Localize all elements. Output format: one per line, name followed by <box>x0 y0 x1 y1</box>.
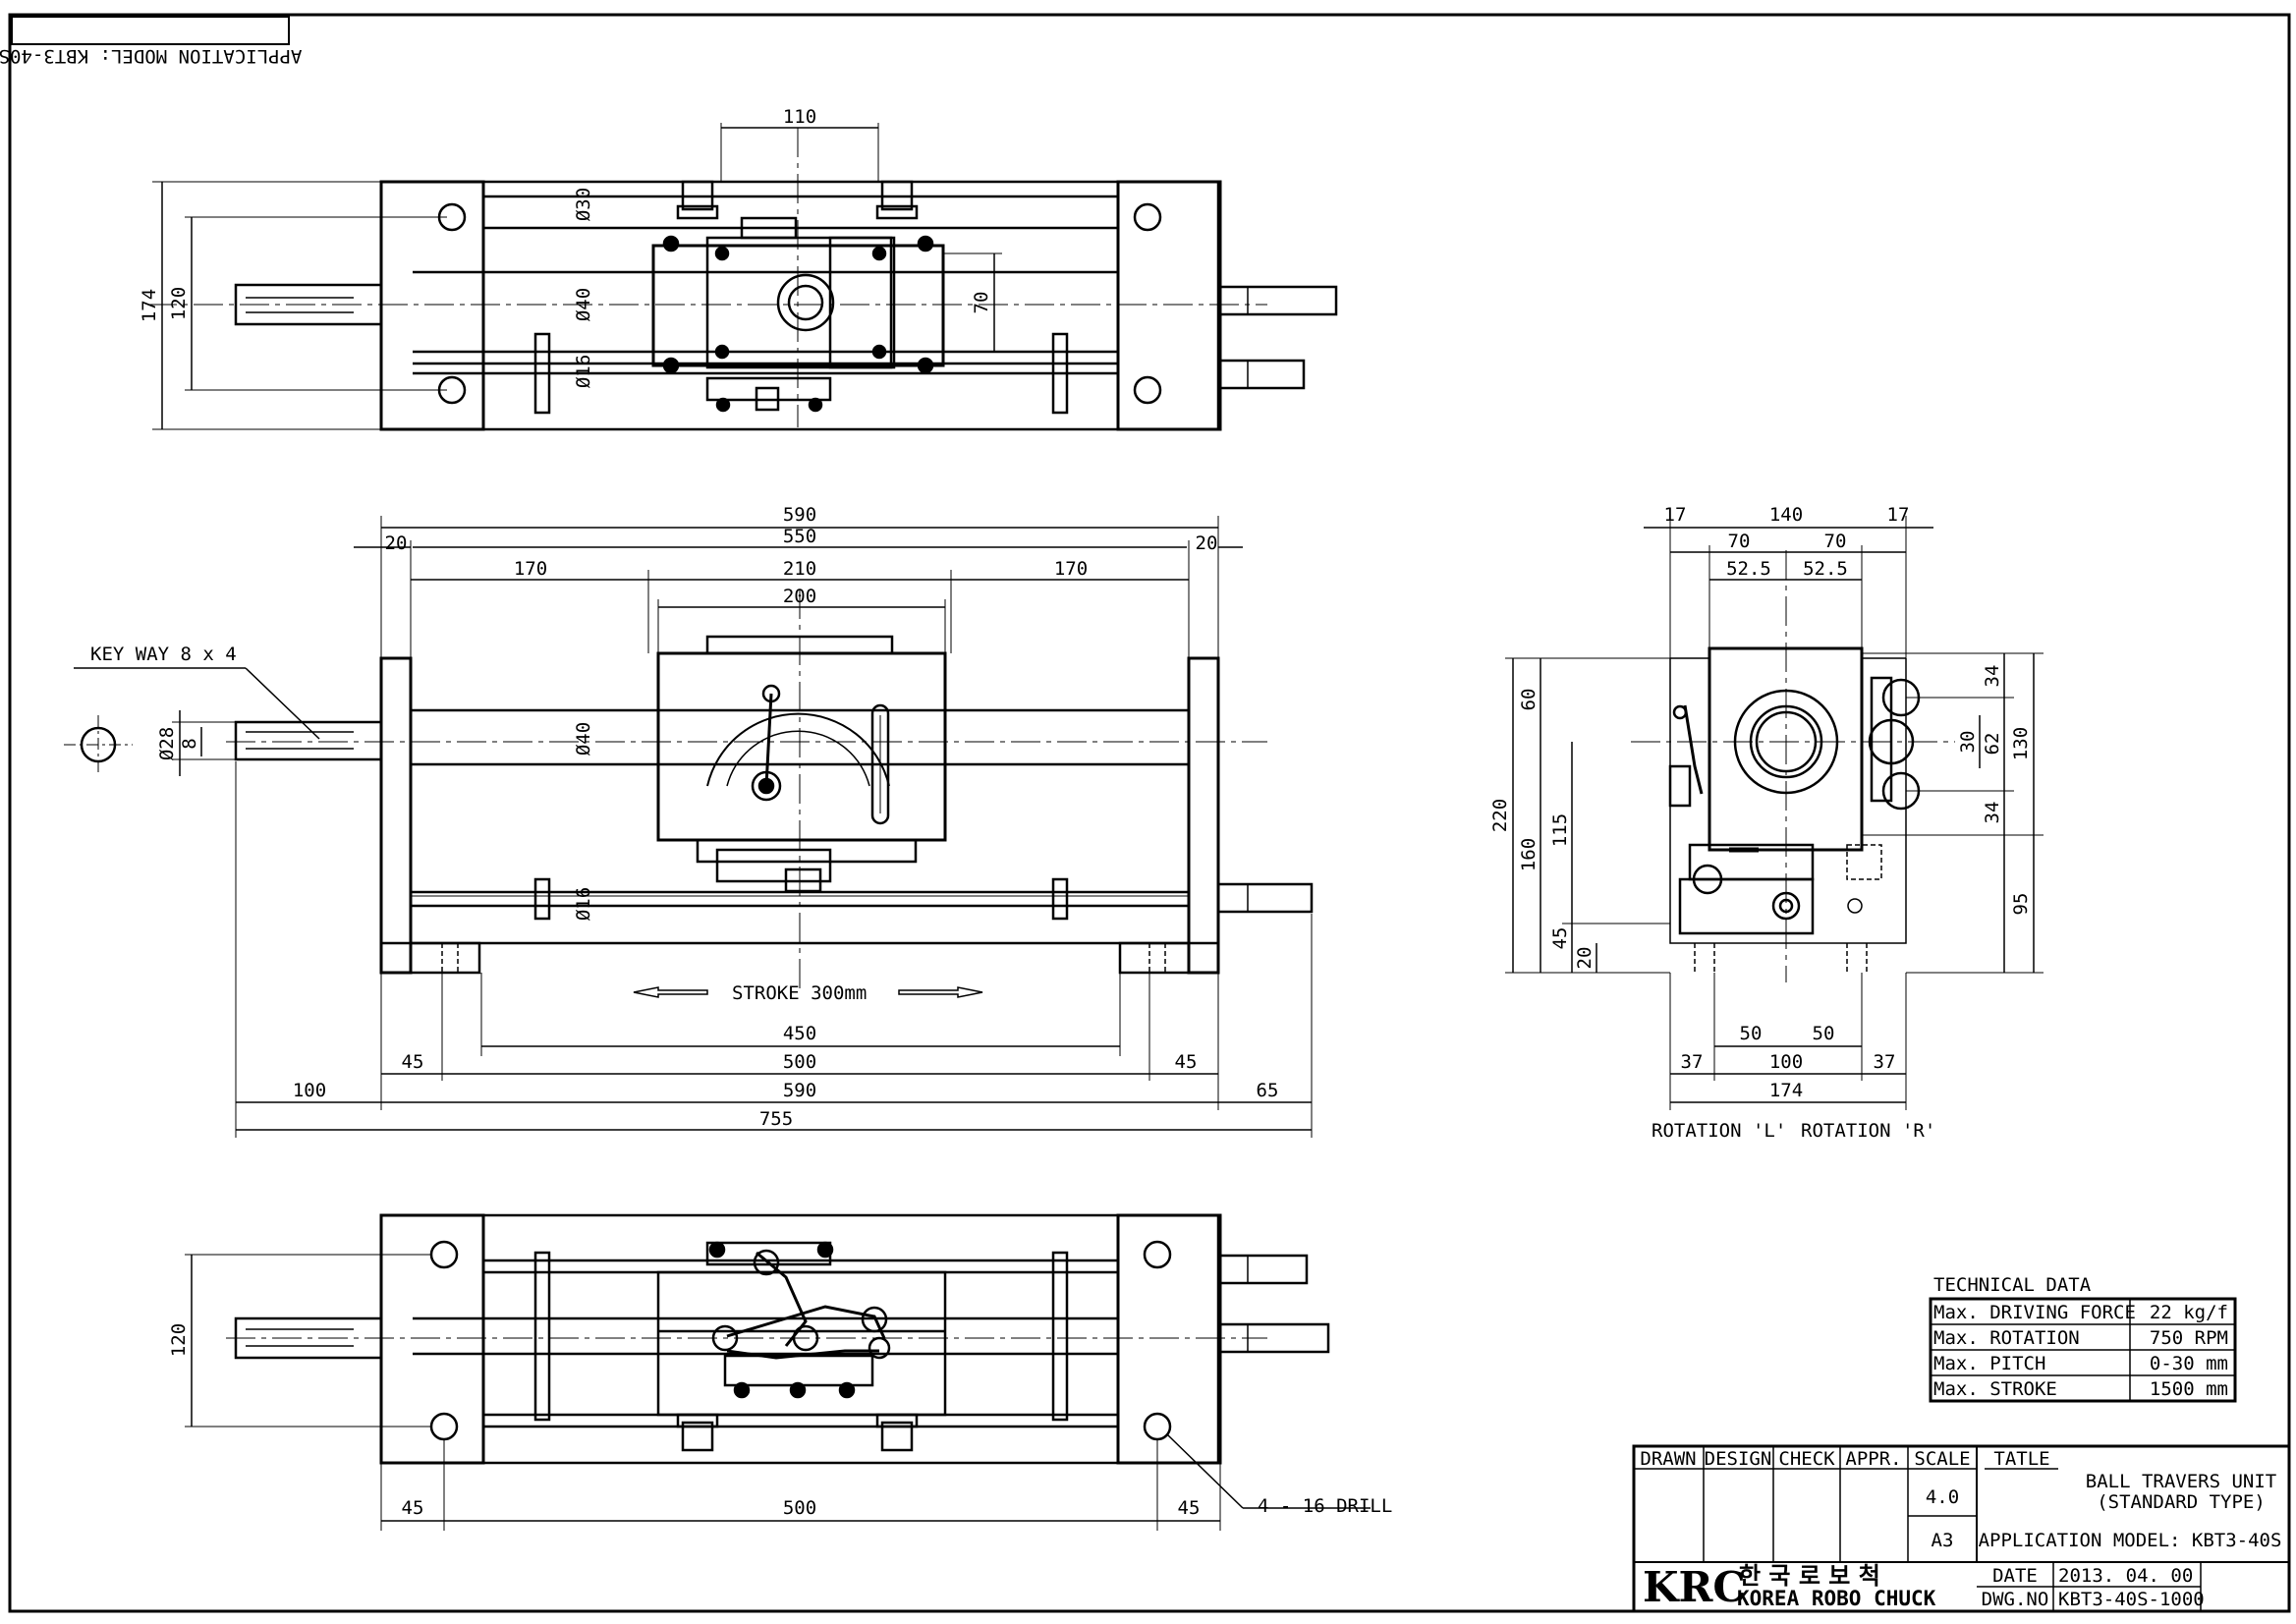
tech-row-value: 1500 mm <box>2150 1378 2228 1400</box>
bottom-dim-45-left: 45 <box>402 1497 424 1519</box>
top-dim-70: 70 <box>971 292 992 314</box>
front-dim-170-right: 170 <box>1054 558 1088 580</box>
side-dim-60: 60 <box>1518 689 1540 711</box>
tech-data-title: TECHNICAL DATA <box>1933 1274 2092 1296</box>
top-dim-174: 174 <box>139 289 160 322</box>
tech-row-value: 22 kg/f <box>2150 1302 2228 1323</box>
side-dim-140: 140 <box>1769 504 1803 526</box>
side-dim-70-left: 70 <box>1728 531 1751 552</box>
side-dim-95: 95 <box>2010 893 2032 916</box>
top-dim-110: 110 <box>783 106 816 128</box>
front-dim-450: 450 <box>783 1023 816 1044</box>
front-dim-755: 755 <box>759 1108 793 1130</box>
tb-date-value: 2013. 04. 00 <box>2058 1565 2193 1587</box>
tb-application: APPLICATION MODEL: KBT3-40S <box>1979 1530 2282 1551</box>
top-dim-dia30: Ø30 <box>573 188 594 221</box>
tb-dwg-value: KBT3-40S-1000 <box>2058 1589 2205 1610</box>
bottom-dim-45-right: 45 <box>1178 1497 1201 1519</box>
tech-row-label: Max. ROTATION <box>1933 1327 2080 1349</box>
side-dim-62: 62 <box>1982 733 2003 756</box>
bottom-dim-120: 120 <box>168 1323 190 1357</box>
top-dim-dia40: Ø40 <box>573 288 594 321</box>
front-dim-dia16: Ø16 <box>573 887 594 921</box>
tb-header-scale: SCALE <box>1914 1448 1970 1470</box>
side-view <box>1505 516 2044 1110</box>
model-stamp: APPLICATION MODEL: KBT3-40S <box>0 16 302 67</box>
tech-row-label: Max. PITCH <box>1933 1353 2045 1374</box>
bottom-view <box>185 1213 1371 1531</box>
side-dim-115: 115 <box>1549 813 1571 847</box>
front-dim-210: 210 <box>783 558 816 580</box>
front-dim-20-right: 20 <box>1196 532 1218 554</box>
krc-logo: KRC <box>1643 1563 1746 1611</box>
side-dim-100: 100 <box>1769 1051 1803 1073</box>
side-dim-45: 45 <box>1549 927 1571 950</box>
tb-header-drawn: DRAWN <box>1640 1448 1696 1470</box>
top-view <box>147 123 1338 431</box>
front-dim-45-right: 45 <box>1175 1051 1198 1073</box>
side-dim-160: 160 <box>1518 838 1540 871</box>
front-dim-590-top: 590 <box>783 504 816 526</box>
rotation-left-label: ROTATION 'L' <box>1652 1120 1786 1142</box>
tech-data-table <box>1929 1297 2237 1403</box>
side-dim-50-left: 50 <box>1740 1023 1763 1044</box>
side-dim-50-right: 50 <box>1813 1023 1835 1044</box>
side-dim-17-left: 17 <box>1664 504 1687 526</box>
bottom-dim-500: 500 <box>783 1497 816 1519</box>
front-dim-500: 500 <box>783 1051 816 1073</box>
title-block <box>1632 1444 2291 1613</box>
front-keyway-label: KEY WAY 8 x 4 <box>90 644 237 665</box>
tb-dwg-label: DWG.NO <box>1982 1589 2049 1610</box>
front-dim-45-left: 45 <box>402 1051 424 1073</box>
front-view <box>64 516 1314 1138</box>
side-dim-52-5-left: 52.5 <box>1726 558 1771 580</box>
side-dim-70-right: 70 <box>1824 531 1847 552</box>
drill-label: 4 - 16 DRILL <box>1258 1495 1392 1517</box>
tb-scale-value: 4.0 <box>1926 1486 1959 1508</box>
tb-header-appr: APPR. <box>1845 1448 1901 1470</box>
side-dim-37-right: 37 <box>1874 1051 1896 1073</box>
sheet-border <box>8 13 2291 1613</box>
tech-row-value: 750 RPM <box>2150 1327 2228 1349</box>
tb-title-line1: BALL TRAVERS UNIT <box>2086 1471 2276 1492</box>
side-dim-17-right: 17 <box>1887 504 1910 526</box>
side-dim-30: 30 <box>1957 731 1979 754</box>
top-dim-120: 120 <box>168 287 190 320</box>
front-dim-550: 550 <box>783 526 816 547</box>
side-dim-174: 174 <box>1769 1080 1803 1101</box>
side-dim-130: 130 <box>2010 727 2032 760</box>
tb-title-header: TATLE <box>1993 1448 2049 1470</box>
tech-row-label: Max. STROKE <box>1933 1378 2057 1400</box>
front-dim-dia28: Ø28 <box>156 727 178 760</box>
side-dim-20: 20 <box>1574 947 1596 970</box>
front-dim-100: 100 <box>293 1080 326 1101</box>
front-dim-65: 65 <box>1257 1080 1279 1101</box>
tech-row-label: Max. DRIVING FORCE <box>1933 1302 2136 1323</box>
front-dim-20-left: 20 <box>385 532 408 554</box>
tb-paper-size: A3 <box>1932 1530 1954 1551</box>
tb-date-label: DATE <box>1992 1565 2038 1587</box>
company-korean: 한 국 로 보 척 <box>1739 1562 1880 1590</box>
side-dim-52-5-right: 52.5 <box>1803 558 1848 580</box>
tb-title-line2: (STANDARD TYPE) <box>2097 1491 2266 1513</box>
top-dim-dia16: Ø16 <box>573 355 594 388</box>
side-dim-37-left: 37 <box>1681 1051 1704 1073</box>
front-stroke-label: STROKE 300mm <box>732 982 867 1004</box>
front-dim-590-bottom: 590 <box>783 1080 816 1101</box>
model-stamp-text: APPLICATION MODEL: KBT3-40S <box>0 45 302 67</box>
front-dim-200: 200 <box>783 586 816 607</box>
side-dim-34-bottom: 34 <box>1982 802 2003 824</box>
rotation-right-label: ROTATION 'R' <box>1801 1120 1935 1142</box>
front-dim-170-left: 170 <box>514 558 547 580</box>
side-dim-34-top: 34 <box>1982 665 2003 688</box>
tb-header-design: DESIGN <box>1705 1448 1772 1470</box>
tech-row-value: 0-30 mm <box>2150 1353 2228 1374</box>
front-dim-dia40: Ø40 <box>573 722 594 756</box>
company-english: KOREA ROBO CHUCK <box>1737 1587 1936 1610</box>
side-dim-220: 220 <box>1489 799 1511 832</box>
front-dim-8: 8 <box>179 738 200 749</box>
tb-header-check: CHECK <box>1778 1448 1835 1470</box>
